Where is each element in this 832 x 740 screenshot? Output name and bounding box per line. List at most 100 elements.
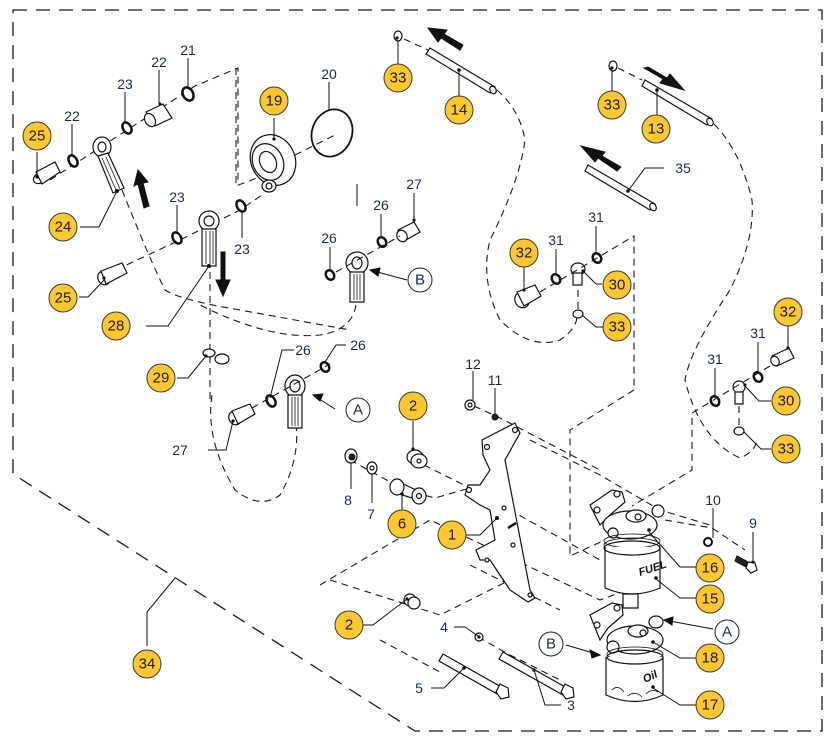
callout-21[interactable]: 21 [180,42,196,58]
svg-text:32: 32 [780,304,797,321]
callout-17[interactable]: 17 [695,690,725,720]
callout-27-upper[interactable]: 27 [406,176,422,192]
callout-25-upper[interactable]: 25 [22,121,52,151]
svg-text:31: 31 [548,232,564,248]
callout-16[interactable]: 16 [695,553,725,583]
part-23-washer-mid-left [171,231,183,245]
pointer-arrowhead-a-left [311,393,324,402]
marker-a-oil-filter[interactable]: A [714,619,740,645]
svg-text:27: 27 [406,176,422,192]
svg-text:33: 33 [604,97,621,114]
callout-25-lower[interactable]: 25 [48,283,78,313]
callout-27-lower[interactable]: 27 [172,442,188,458]
callout-5[interactable]: 5 [415,680,423,696]
callout-32-mid[interactable]: 32 [509,238,539,268]
callout-2-upper[interactable]: 2 [398,391,428,421]
marker-a-hose[interactable]: A [345,397,371,423]
callout-10[interactable]: 10 [705,492,721,508]
pointer-arrowhead-b-upper [368,267,381,277]
callout-34[interactable]: 34 [132,649,162,679]
flow-arrow-up-icon [133,168,150,209]
callout-9[interactable]: 9 [749,515,757,531]
axis-line-33-14 [403,38,429,51]
callout-31-mid-left[interactable]: 31 [548,232,564,248]
part-26-washer-a-right [319,360,331,374]
callout-15[interactable]: 15 [695,584,725,614]
part-27-banjo-bolt-lower [228,403,256,426]
axis-line-32-31 [539,235,635,390]
part-19-filter-adapter [249,134,297,193]
callout-3[interactable]: 3 [567,697,575,713]
callout-35[interactable]: 35 [675,160,691,176]
callout-7[interactable]: 7 [367,506,375,522]
callout-26-b-right[interactable]: 26 [373,197,389,213]
callout-8[interactable]: 8 [344,492,352,508]
callout-33-right[interactable]: 33 [771,434,801,464]
callout-22-upper[interactable]: 22 [151,54,167,70]
callout-31-right-lower[interactable]: 31 [707,351,723,367]
callout-11[interactable]: 11 [488,372,503,388]
marker-b-oil-filter[interactable]: B [538,631,564,657]
callout-33-top-left[interactable]: 33 [383,63,413,93]
svg-text:33: 33 [390,70,407,87]
callout-20[interactable]: 20 [321,66,337,82]
svg-text:35: 35 [675,160,691,176]
callout-19[interactable]: 19 [259,86,289,116]
callout-18[interactable]: 18 [695,643,725,673]
callout-2-lower[interactable]: 2 [334,610,364,640]
part-15-fuel-filter-bowl: FUEL [603,540,669,609]
svg-text:17: 17 [702,697,719,714]
callout-33-mid[interactable]: 33 [602,312,632,342]
callout-4[interactable]: 4 [440,619,448,635]
axis-line-upper [49,67,239,185]
part-33-nut-top-left [393,30,403,42]
part-4-washer [474,632,484,642]
callout-31-mid-right[interactable]: 31 [588,209,604,225]
callout-22-left[interactable]: 22 [64,108,80,124]
callout-23-upper[interactable]: 23 [117,76,133,92]
callout-30-right[interactable]: 30 [771,386,801,416]
callout-13[interactable]: 13 [641,114,671,144]
callout-26-b-left[interactable]: 26 [321,230,337,246]
callout-14[interactable]: 14 [444,95,474,125]
svg-text:21: 21 [180,42,196,58]
svg-text:31: 31 [588,209,604,225]
callout-23-mid-right[interactable]: 23 [234,241,250,257]
svg-text:A: A [353,402,363,419]
callout-29[interactable]: 29 [146,363,176,393]
part-11-washer [491,413,499,421]
callout-12[interactable]: 12 [465,356,481,372]
svg-text:31: 31 [707,351,723,367]
part-10-washer [703,537,713,547]
flow-arrow-down-icon [215,251,231,298]
axis-line-4-3 [477,636,561,681]
callout-28[interactable]: 28 [101,311,131,341]
svg-text:1: 1 [448,527,456,544]
callout-31-right-upper[interactable]: 31 [750,325,766,341]
svg-text:23: 23 [169,189,185,205]
assembly-boundary [12,9,823,732]
marker-b-hose[interactable]: B [407,267,433,293]
callout-30-mid[interactable]: 30 [602,270,632,300]
callout-32-right[interactable]: 32 [773,297,803,327]
svg-text:22: 22 [151,54,167,70]
callout-26-a-right[interactable]: 26 [350,337,366,353]
callout-26-a-left[interactable]: 26 [295,342,311,358]
part-22-washer-left [67,154,79,168]
callout-33-top-right[interactable]: 33 [597,90,627,120]
part-32-banjo-bolt-right [770,346,795,367]
part-20-o-ring [310,108,354,158]
part-31-washer-right-upper [752,370,764,384]
svg-text:29: 29 [153,370,170,387]
part-17-oil-filter-bowl: Oil [605,649,664,703]
part-5-bolt [438,653,510,700]
callout-1[interactable]: 1 [437,520,467,550]
callout-23-mid-left[interactable]: 23 [169,189,185,205]
svg-text:5: 5 [415,680,423,696]
callout-24[interactable]: 24 [48,212,78,242]
part-30-banjo-fitting-right [732,380,747,405]
callout-6[interactable]: 6 [387,509,417,539]
axis-line-bracket [235,68,263,187]
svg-text:26: 26 [295,342,311,358]
svg-text:13: 13 [648,121,665,138]
